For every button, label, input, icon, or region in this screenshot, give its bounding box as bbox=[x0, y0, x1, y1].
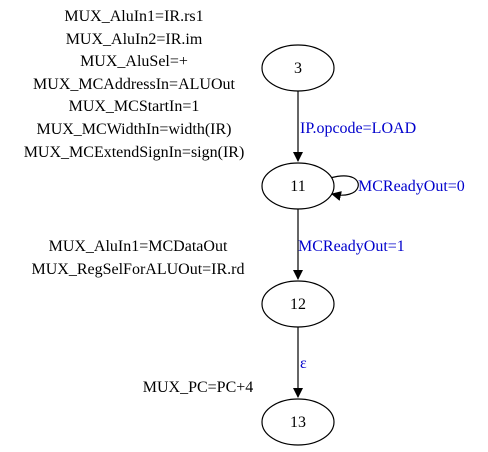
node-12-label: 12 bbox=[290, 296, 306, 313]
annotation-line: MUX_RegSelForALUOut=IR.rd bbox=[31, 261, 244, 278]
node-13[interactable]: 13 bbox=[261, 398, 335, 446]
edge-label-11-to-12: MCReadyOut=1 bbox=[298, 238, 405, 255]
annotation-line: MUX_MCWidthIn=width(IR) bbox=[36, 121, 231, 138]
annotation-line: MUX_AluSel=+ bbox=[80, 53, 188, 70]
edge-label-11-self: MCReadyOut=0 bbox=[358, 178, 465, 195]
edge-label-12-to-13: ε bbox=[300, 355, 307, 372]
annotation-line: MUX_MCExtendSignIn=sign(IR) bbox=[24, 144, 245, 161]
node-12[interactable]: 12 bbox=[261, 280, 335, 328]
node-3[interactable]: 3 bbox=[261, 44, 335, 92]
annotation-line: MUX_AluIn1=IR.rs1 bbox=[64, 8, 203, 25]
annotation-line: MUX_MCStartIn=1 bbox=[69, 98, 200, 115]
node-13-shape bbox=[261, 398, 335, 446]
node-3-annotations: MUX_AluIn1=IR.rs1 MUX_AluIn2=IR.im MUX_A… bbox=[24, 8, 245, 161]
edges: IP.opcode=LOAD MCReadyOut=0 MCReadyOut=1… bbox=[293, 91, 465, 398]
node-11[interactable]: 11 bbox=[261, 162, 335, 210]
node-13-label: 13 bbox=[290, 414, 306, 431]
node-12-annotations: MUX_AluIn1=MCDataOut MUX_RegSelForALUOut… bbox=[31, 238, 244, 278]
edge-11-self-loop bbox=[329, 175, 359, 201]
nodes: 3 11 12 13 bbox=[261, 44, 335, 446]
annotation-line: MUX_AluIn1=MCDataOut bbox=[49, 238, 228, 255]
node-11-shape bbox=[261, 162, 335, 210]
node-3-shape bbox=[261, 44, 335, 92]
node-3-label: 3 bbox=[294, 60, 302, 77]
annotation-line: MUX_PC=PC+4 bbox=[143, 379, 254, 396]
annotation-line: MUX_MCAddressIn=ALUOut bbox=[33, 76, 235, 93]
node-12-shape bbox=[261, 280, 335, 328]
node-13-annotations: MUX_PC=PC+4 bbox=[143, 379, 254, 396]
edge-label-3-to-11: IP.opcode=LOAD bbox=[300, 120, 416, 137]
node-11-label: 11 bbox=[290, 178, 305, 195]
annotation-line: MUX_AluIn2=IR.im bbox=[66, 31, 203, 48]
